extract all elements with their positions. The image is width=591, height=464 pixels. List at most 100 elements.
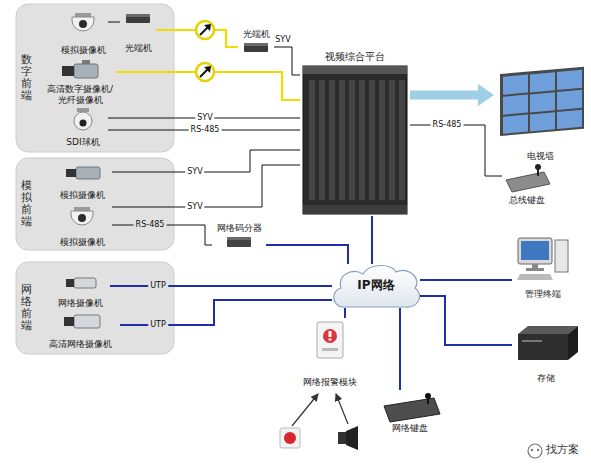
box-camera-icon xyxy=(66,167,100,179)
video-wall-icon xyxy=(557,70,582,90)
optical-symbol xyxy=(200,69,208,77)
connector xyxy=(110,285,332,287)
keyboard-icon xyxy=(384,393,440,422)
storage-icon xyxy=(518,326,578,334)
camera-node: 模拟摄像机 xyxy=(52,163,112,201)
platform-chassis xyxy=(303,205,407,214)
camera-node: 高清数字摄像机/ 光纤摄像机 xyxy=(44,60,116,106)
node-label: 总线键盘 xyxy=(509,195,545,205)
platform-chassis xyxy=(349,80,355,200)
transceiver-icon xyxy=(126,14,150,17)
platform-chassis xyxy=(329,80,335,200)
alarm-arrow xyxy=(292,394,318,426)
dome-camera-icon xyxy=(78,214,86,222)
watermark-icon xyxy=(531,449,533,451)
code-divider-node: 网络码分器 xyxy=(212,222,266,252)
optical-symbol xyxy=(196,63,214,81)
connector xyxy=(112,165,300,207)
camera-node: SDI球机 xyxy=(58,106,108,148)
alarm-module-icon xyxy=(322,348,338,351)
platform-chassis xyxy=(303,66,407,214)
transceiver-node: 光端机 xyxy=(238,28,274,58)
connector xyxy=(108,22,120,23)
camera-node: 模拟摄像机 xyxy=(58,10,108,56)
platform-chassis xyxy=(389,80,395,200)
node-label: 模拟摄像机 xyxy=(61,45,106,55)
node-label: 网络键盘 xyxy=(392,423,428,433)
code-divider-icon xyxy=(227,237,251,247)
transceiver-icon xyxy=(126,14,150,23)
connector xyxy=(399,308,401,390)
computer-icon xyxy=(526,268,544,271)
keyboard-icon xyxy=(425,393,431,399)
wire-label: UTP xyxy=(148,321,168,330)
platform-chassis xyxy=(303,66,407,214)
speed-dome-icon xyxy=(80,120,87,127)
node-label: SDI球机 xyxy=(66,137,99,147)
box-camera-icon xyxy=(82,60,90,64)
video-wall-icon xyxy=(530,112,555,131)
watermark-icon xyxy=(528,444,542,458)
computer-icon xyxy=(532,264,538,268)
connector xyxy=(266,245,348,264)
watermark: 找方案 xyxy=(546,444,579,457)
wire-label: RS-485 xyxy=(189,126,222,135)
node-label: 光端机 xyxy=(243,29,270,39)
group-title: 网络前端 xyxy=(21,284,32,332)
transceiver-icon xyxy=(244,43,268,52)
optical-symbol xyxy=(196,21,214,39)
platform-chassis xyxy=(369,80,375,200)
platform-chassis xyxy=(399,80,405,200)
platform-chassis xyxy=(319,80,325,200)
siren xyxy=(346,426,358,450)
group-panel-ground xyxy=(16,262,174,354)
node-label: 网络报警模块 xyxy=(303,377,357,387)
video-wall-icon xyxy=(503,95,528,115)
computer-icon xyxy=(518,238,552,264)
node-label: IP网络 xyxy=(357,279,394,293)
video-wall-icon xyxy=(500,67,584,136)
box-camera-icon xyxy=(66,169,76,177)
network-camera-icon xyxy=(66,278,96,288)
camera-node: 模拟摄像机 xyxy=(52,204,112,248)
node-label: 视频综合平台 xyxy=(325,51,385,63)
wire-label: SYV xyxy=(185,168,204,177)
storage-icon xyxy=(518,334,568,360)
optical-symbol xyxy=(196,21,214,39)
wire-label: RS-485 xyxy=(431,121,464,130)
video-wall-icon xyxy=(530,72,555,92)
wire-label: SYV xyxy=(273,36,292,45)
connector xyxy=(410,91,478,100)
network-cloud: IP网络 xyxy=(332,264,420,308)
group-title: 数字前端 xyxy=(21,54,32,102)
speed-dome-icon xyxy=(77,108,89,112)
transceiver-icon xyxy=(244,43,268,52)
alarm-module-icon xyxy=(317,322,343,358)
connector xyxy=(410,125,502,176)
video-wall-node: 电视墙 xyxy=(494,64,586,162)
dome-camera-icon xyxy=(74,207,90,211)
node-label: 电视墙 xyxy=(527,151,554,161)
dome-camera-icon xyxy=(71,211,93,225)
storage-node: 存储 xyxy=(512,322,580,384)
dome-camera-icon xyxy=(71,207,93,225)
group-panel: 模拟摄像机模拟摄像机模拟前端 xyxy=(16,158,174,250)
terminal-node: 管理终端 xyxy=(512,232,574,300)
alarm-module-icon xyxy=(323,329,337,343)
wire-label: SYV xyxy=(195,114,214,123)
platform-chassis xyxy=(339,80,345,200)
node-label: 高清数字摄像机/ 光纤摄像机 xyxy=(46,84,114,105)
dome-camera-icon xyxy=(72,13,94,31)
dome-camera-icon xyxy=(75,13,91,17)
keyboard-icon xyxy=(535,164,541,170)
node-label: 网络摄像机 xyxy=(58,298,103,308)
transceiver-icon xyxy=(126,14,150,23)
siren xyxy=(338,426,358,450)
network-camera-icon xyxy=(64,317,74,326)
optical-symbol xyxy=(200,27,208,35)
connector xyxy=(371,216,373,264)
box-camera-icon xyxy=(74,64,98,78)
network-camera-icon xyxy=(74,315,100,328)
platform-chassis xyxy=(303,66,407,74)
